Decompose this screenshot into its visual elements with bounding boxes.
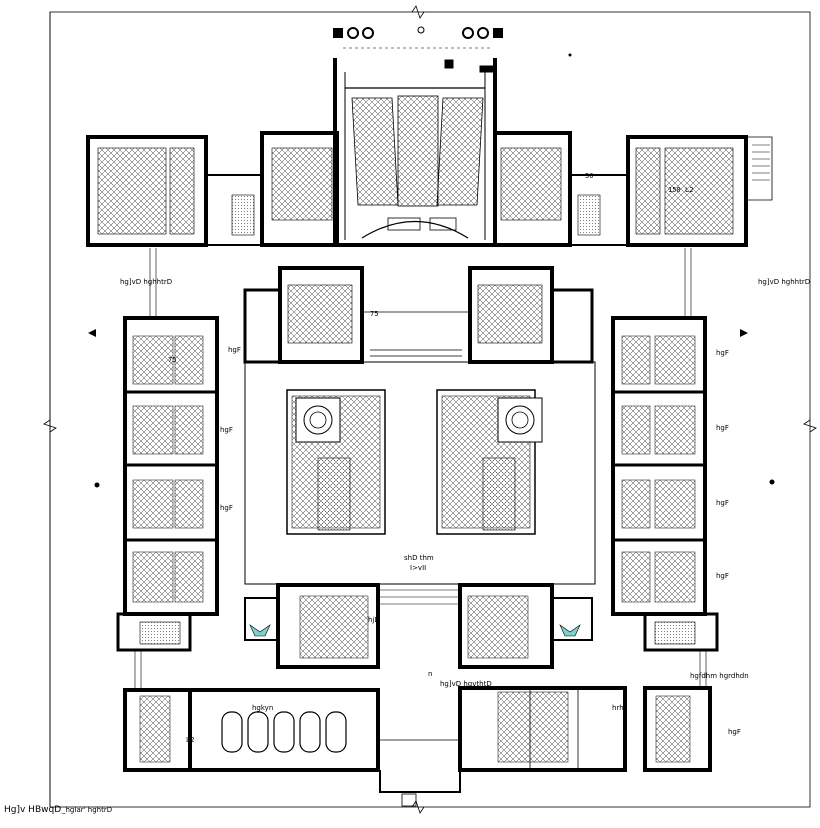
room-label-lower-left: hjD	[368, 616, 380, 624]
room-label-bottom-meeting: hgkyn	[252, 704, 273, 712]
upper-corridor	[362, 311, 470, 357]
break-marks	[43, 5, 817, 814]
room-label-bottom-right: hgF	[728, 728, 741, 736]
inner-upper-right-room	[468, 266, 594, 364]
bottom-meeting-room	[188, 688, 380, 772]
west-lobby-label: hg]vD hghhtrD	[120, 278, 172, 286]
courtyard-label: shD thm	[404, 554, 434, 562]
footer-title: Hg]v HBwqD	[4, 805, 61, 815]
room-number-west-1: 75	[168, 356, 176, 364]
inner-upper-left-room	[243, 266, 364, 364]
room-label-bottom-lab: hrhl	[612, 704, 626, 712]
room-label-east-4: hgF	[716, 572, 729, 580]
room-number-bottom-left-l2: L2	[186, 736, 194, 744]
small-mark: n	[428, 670, 432, 678]
courtyard-sublabel: I>vII	[410, 564, 426, 572]
side-markers	[88, 53, 775, 488]
east-lobby-label: hg]vD hghhtrD	[758, 278, 810, 286]
lower-inner-left-room	[244, 583, 380, 669]
room-number-upper-left: 75	[370, 310, 378, 318]
room-number-hall-right-l2: L2	[685, 186, 693, 194]
lower-inner-right-room	[458, 583, 593, 669]
room-number-hall-right: 150	[668, 186, 681, 194]
room-number-top-right-inner: 50	[585, 172, 593, 180]
top-entry	[333, 26, 503, 49]
entrance-label: hg]vD hgvthtD	[440, 680, 492, 688]
side-corridors	[134, 248, 707, 690]
bottom-entrance	[378, 739, 461, 807]
bottom-lab-room	[458, 686, 627, 772]
room-label-east-3: hgF	[716, 499, 729, 507]
footer-subtitle: _hgIar' hghtrD	[61, 806, 112, 814]
bottom-right-room	[643, 686, 712, 772]
room-label-west-1: hgF	[228, 346, 241, 354]
stairs-west	[116, 612, 192, 652]
room-label-west-3: hgF	[220, 504, 233, 512]
courtyard	[244, 361, 596, 585]
drawing-frame	[49, 11, 811, 808]
east-label-lower: hgfdhm hgrdhdn	[690, 672, 749, 680]
room-label-west-2: hgF	[220, 426, 233, 434]
room-top-right-inner	[493, 131, 572, 247]
stairs-east	[643, 612, 719, 652]
lower-corridor	[378, 589, 460, 605]
auditorium	[333, 58, 497, 247]
hall-top-left	[86, 135, 263, 247]
bottom-left-room	[123, 688, 192, 772]
room-label-east-2: hgF	[716, 424, 729, 432]
west-wing	[123, 316, 219, 616]
room-top-left-inner	[260, 131, 339, 247]
east-wing	[611, 316, 707, 616]
room-label-east-1: hgF	[716, 349, 729, 357]
hall-top-right	[569, 135, 773, 247]
